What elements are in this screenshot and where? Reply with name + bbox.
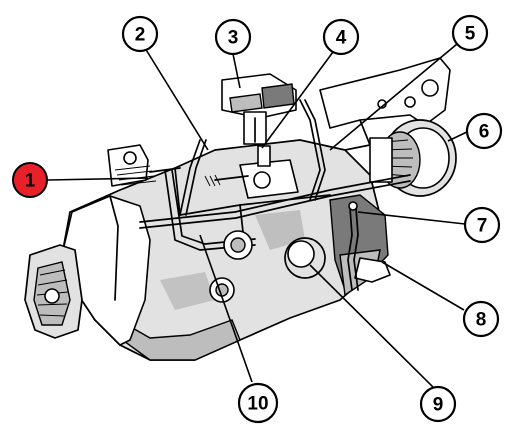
callout-2: 2 xyxy=(121,15,159,53)
callout-1: 1 xyxy=(12,162,48,198)
callout-10-label: 10 xyxy=(247,394,268,415)
adjuster-screw xyxy=(107,144,181,187)
outlet-port xyxy=(284,237,326,279)
leader-4 xyxy=(261,51,334,149)
drive-flange xyxy=(24,244,83,339)
callout-7-label: 7 xyxy=(477,216,488,237)
callout-7: 7 xyxy=(463,206,501,244)
callout-2-label: 2 xyxy=(135,25,146,46)
center-nut xyxy=(209,230,253,303)
pipe-fitting xyxy=(347,201,359,291)
callout-8: 8 xyxy=(462,300,500,338)
leader-3 xyxy=(232,53,241,89)
callout-8-label: 8 xyxy=(476,310,487,331)
callout-4: 4 xyxy=(322,18,360,56)
callout-6: 6 xyxy=(465,112,503,150)
pump-body xyxy=(61,139,391,361)
callout-5-label: 5 xyxy=(465,24,476,45)
leader-lines xyxy=(47,43,470,391)
leader-7 xyxy=(357,211,466,225)
leader-9 xyxy=(309,264,437,391)
callout-10: 10 xyxy=(237,382,279,424)
leader-2 xyxy=(144,47,209,151)
callout-9: 9 xyxy=(419,385,457,423)
mounting-bracket xyxy=(319,57,451,151)
center-valve xyxy=(204,145,299,199)
leader-1 xyxy=(47,177,149,181)
callout-3: 3 xyxy=(214,18,252,56)
leader-8 xyxy=(381,261,465,311)
rear-cover xyxy=(369,119,457,197)
leader-10 xyxy=(199,234,253,383)
callout-6-label: 6 xyxy=(479,122,490,143)
top-solenoid xyxy=(221,73,297,145)
callout-5: 5 xyxy=(451,14,489,52)
callout-9-label: 9 xyxy=(433,395,444,416)
callout-3-label: 3 xyxy=(228,28,239,49)
callout-1-label: 1 xyxy=(25,171,36,192)
callout-4-label: 4 xyxy=(336,28,347,49)
leader-5 xyxy=(329,43,458,151)
leader-6 xyxy=(447,130,470,142)
